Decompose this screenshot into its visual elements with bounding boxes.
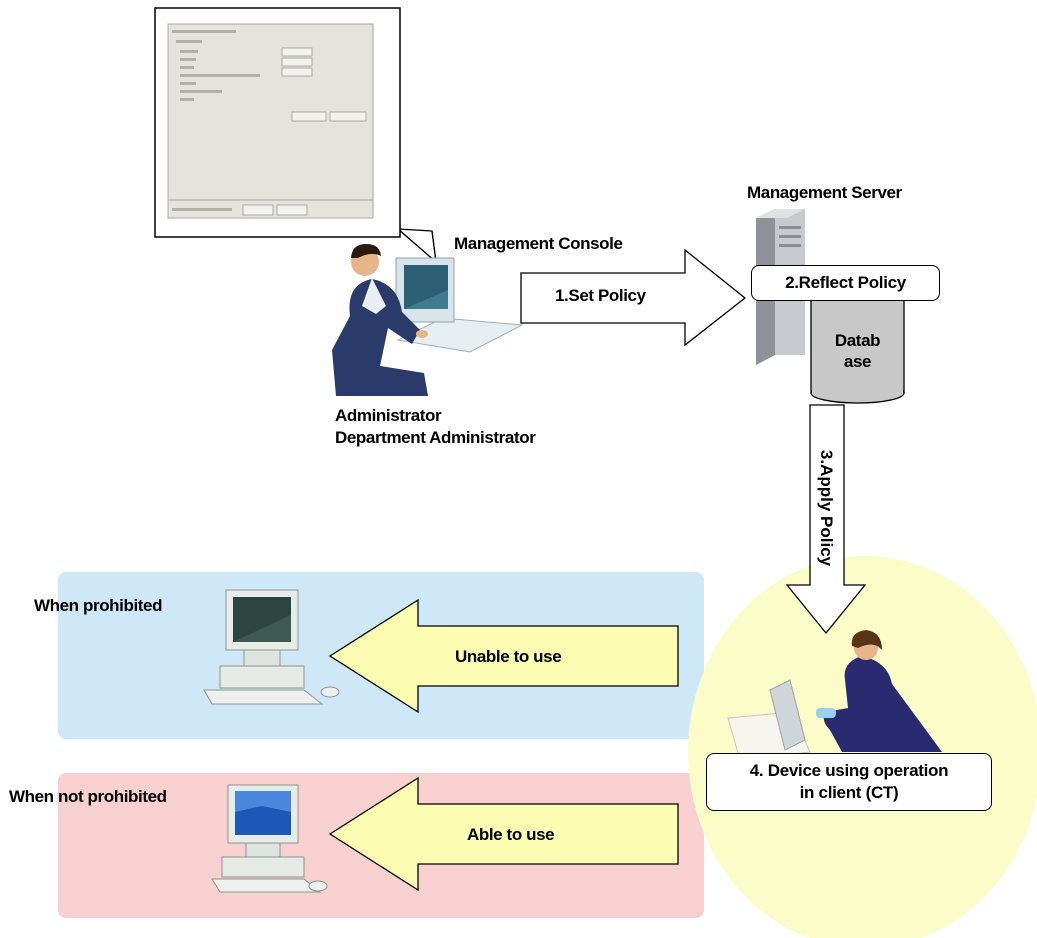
- database-label-line2: ase: [843, 352, 872, 371]
- management-server-label: Management Server: [747, 183, 902, 202]
- administrator-labels: Administrator Department Administrator: [335, 405, 536, 449]
- client-operation-line2: in client (CT): [799, 783, 899, 802]
- computer-allowed: [211, 784, 328, 893]
- database-label: Datab ase: [820, 330, 895, 372]
- client-operator-figure: [727, 630, 942, 761]
- department-administrator-label: Department Administrator: [335, 428, 536, 447]
- computer-prohibited: [203, 589, 340, 705]
- able-to-use-arrow: [328, 776, 679, 892]
- reflect-policy-label: 2.Reflect Policy: [785, 273, 906, 292]
- unable-to-use-arrow: [328, 598, 679, 714]
- set-policy-arrow: [520, 248, 747, 347]
- administrator-label: Administrator: [335, 406, 442, 425]
- database-label-line1: Datab: [834, 331, 881, 350]
- management-console-label: Management Console: [454, 234, 623, 253]
- set-policy-label: 1.Set Policy: [555, 286, 646, 305]
- client-operation-line1: 4. Device using operation: [749, 761, 949, 780]
- when-prohibited-label: When prohibited: [34, 596, 163, 615]
- apply-policy-arrow: [785, 404, 867, 635]
- reflect-policy-box: 2.Reflect Policy: [751, 265, 940, 301]
- step3-label: 3.Apply Policy: [817, 450, 836, 567]
- policy-window-screenshot: [154, 7, 437, 264]
- client-operation-box: 4. Device using operation in client (CT): [706, 753, 992, 811]
- able-to-use-label: Able to use: [467, 825, 555, 844]
- administrator-figure: [332, 244, 524, 396]
- when-not-prohibited-label: When not prohibited: [9, 787, 167, 806]
- unable-to-use-label: Unable to use: [455, 647, 562, 666]
